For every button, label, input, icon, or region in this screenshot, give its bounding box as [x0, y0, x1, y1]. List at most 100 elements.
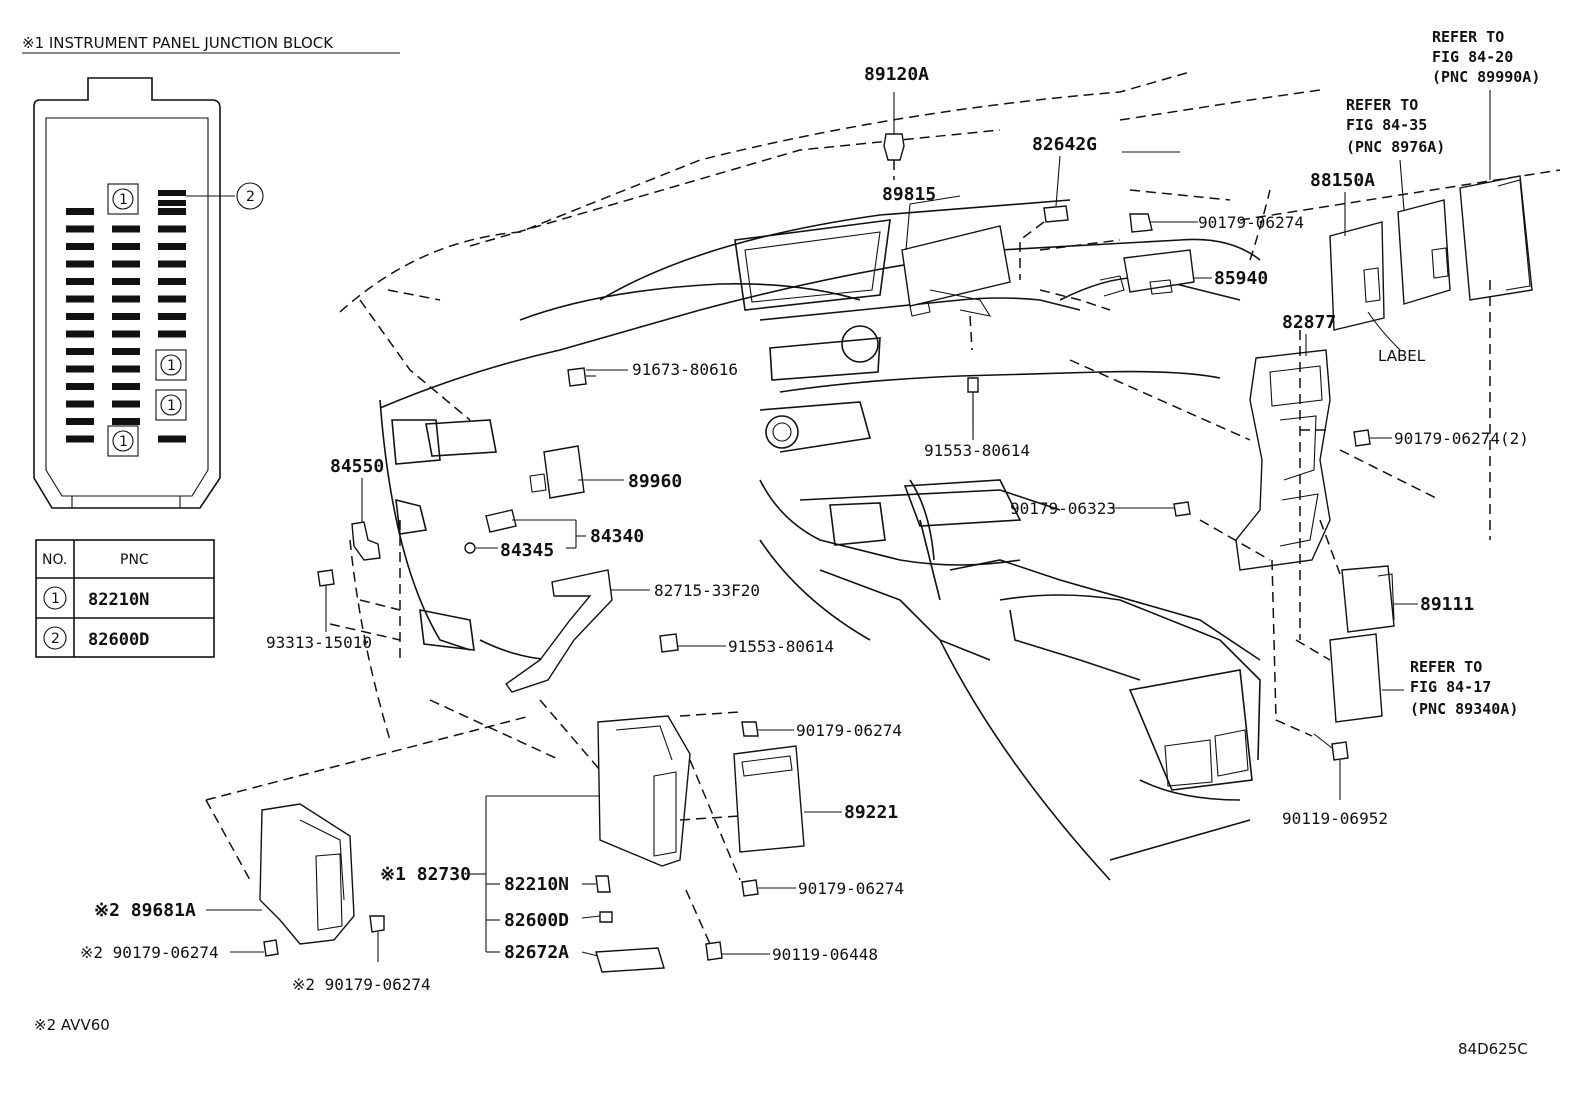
- fuse-slot: [66, 278, 94, 285]
- label-text: LABEL: [1378, 347, 1426, 365]
- ref-84-20-line3: (PNC 89990A): [1432, 68, 1540, 86]
- fuse-slot: [66, 208, 94, 215]
- part-90179-06274-left: ※2 90179-06274: [80, 943, 219, 962]
- fuse-slot: [66, 383, 94, 390]
- ref-84-35-line3: (PNC 8976A): [1346, 138, 1445, 156]
- fuse-callout-2: 2: [236, 182, 264, 210]
- relay-callout-1c-text: 1: [167, 398, 176, 414]
- fuse-slot: [158, 243, 186, 250]
- table-row-2-no: 2: [51, 631, 60, 647]
- part-89221: 89221: [844, 802, 898, 823]
- fuse-slot: [112, 383, 140, 390]
- relay-callout-1b-text: 1: [167, 358, 176, 374]
- relay-callout-1b: 1: [155, 349, 187, 381]
- part-82642G: 82642G: [1032, 134, 1097, 155]
- part-89681A: ※2 89681A: [94, 900, 196, 921]
- part-85940: 85940: [1214, 268, 1268, 289]
- fuse-slot: [66, 313, 94, 320]
- part-88150A: 88150A: [1310, 170, 1375, 191]
- fuse-slot: [112, 400, 140, 408]
- table-row-2-pnc: 82600D: [88, 630, 149, 650]
- relay-callout-1c: 1: [155, 389, 187, 421]
- fuse-slot: [112, 313, 140, 320]
- table-row-1-pnc: 82210N: [88, 590, 149, 610]
- part-90179-06274-2: 90179-06274(2): [1394, 429, 1529, 448]
- dashboard-drawing: [339, 71, 1561, 881]
- ref-84-35-line2: FIG 84-35: [1346, 116, 1427, 134]
- fuse-slot: [66, 295, 94, 303]
- part-labels: 89120A 82642G 89815 90179-06274 85940 88…: [80, 64, 1529, 994]
- part-89120A: 89120A: [864, 64, 929, 85]
- part-90119-06448: 90119-06448: [772, 945, 878, 964]
- part-89111: 89111: [1420, 594, 1474, 615]
- fuse-slot: [158, 200, 186, 206]
- part-91673-80616: 91673-80616: [632, 360, 738, 379]
- fuse-slot: [66, 348, 94, 355]
- junction-block-title: ※1 INSTRUMENT PANEL JUNCTION BLOCK: [22, 34, 334, 52]
- ref-84-20-line2: FIG 84-20: [1432, 48, 1513, 66]
- fuse-slot: [158, 225, 186, 233]
- relay-callout-1a: 1: [107, 183, 139, 215]
- fuse-slot: [158, 260, 186, 268]
- part-82672A: 82672A: [504, 942, 569, 963]
- fuse-grid: [66, 190, 186, 443]
- fuse-slot: [112, 278, 140, 285]
- ref-84-35-line1: REFER TO: [1346, 96, 1418, 114]
- fuse-slot: [66, 225, 94, 233]
- relay-callout-1d-text: 1: [119, 434, 128, 450]
- table-row-1-no: 1: [51, 591, 60, 607]
- pnc-table: NO. PNC 1 82210N 2 82600D: [35, 539, 215, 658]
- fuse-slot: [66, 260, 94, 268]
- leader-lines: [206, 90, 1491, 962]
- fuse-slot: [66, 330, 94, 338]
- table-header-no: NO.: [42, 552, 67, 568]
- part-84340: 84340: [590, 526, 644, 547]
- part-82730: ※1 82730: [380, 864, 471, 885]
- fuse-slot: [66, 418, 94, 425]
- part-90179-06274-low: 90179-06274: [798, 879, 904, 898]
- part-90179-06323: 90179-06323: [1010, 499, 1116, 518]
- part-82600D: 82600D: [504, 910, 569, 931]
- part-91553-80614-center: 91553-80614: [924, 441, 1030, 460]
- fuse-callout-2-text: 2: [246, 189, 255, 205]
- fuse-slot: [158, 295, 186, 303]
- part-91553-80614-lower: 91553-80614: [728, 637, 834, 656]
- fuse-slot: [112, 330, 140, 338]
- part-90119-06952: 90119-06952: [1282, 809, 1388, 828]
- fuse-slot: [112, 243, 140, 250]
- part-82877: 82877: [1282, 312, 1336, 333]
- fuse-slot: [112, 418, 140, 425]
- fuse-slot: [112, 295, 140, 303]
- fuse-slot: [158, 190, 186, 196]
- fuse-slot: [158, 313, 186, 320]
- table-header-pnc: PNC: [120, 552, 149, 568]
- part-90179-06274-top: 90179-06274: [1198, 213, 1304, 232]
- part-82715-33F20: 82715-33F20: [654, 581, 760, 600]
- reference-fig-84-17: REFER TO FIG 84-17 (PNC 89340A): [1410, 658, 1518, 718]
- fuse-slot: [158, 435, 186, 443]
- fuse-slot: [66, 243, 94, 250]
- part-84550: 84550: [330, 456, 384, 477]
- fuse-slot: [112, 365, 140, 373]
- fuse-slot: [158, 278, 186, 285]
- figure-code: 84D625C: [1458, 1040, 1528, 1058]
- fuse-slot: [158, 330, 186, 338]
- fuse-slot: [66, 365, 94, 373]
- fuse-slot: [112, 225, 140, 233]
- fuse-slot: [158, 208, 186, 215]
- part-84345: 84345: [500, 540, 554, 561]
- part-89815: 89815: [882, 184, 936, 205]
- parts-drawing: [205, 133, 1533, 973]
- fuse-slot: [112, 348, 140, 355]
- fuse-slot: [66, 435, 94, 443]
- part-82210N: 82210N: [504, 874, 569, 895]
- footnote: ※2 AVV60: [34, 1016, 110, 1034]
- part-90179-06274-mid: 90179-06274: [796, 721, 902, 740]
- part-90179-06274-bottom: ※2 90179-06274: [292, 975, 431, 994]
- fuse-slot: [66, 400, 94, 408]
- junction-block-drawing: [33, 77, 221, 509]
- ref-84-20-line1: REFER TO: [1432, 28, 1504, 46]
- relay-callout-1d: 1: [107, 425, 139, 457]
- ref-84-17-line3: (PNC 89340A): [1410, 700, 1518, 718]
